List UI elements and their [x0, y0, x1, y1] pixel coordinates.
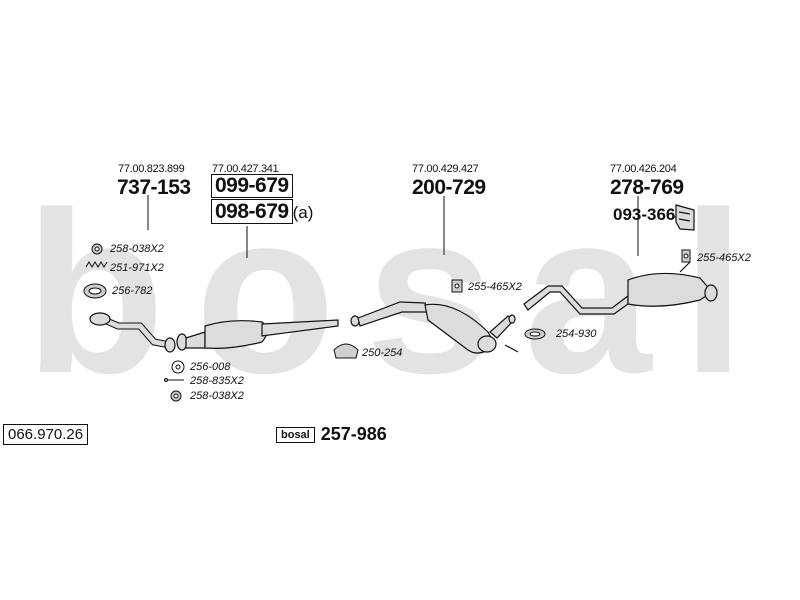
- middle-silencer-part: [350, 301, 519, 354]
- kit-label: bosal 257-986: [276, 424, 387, 445]
- oe-front-pipe: 77.00.823.899: [118, 163, 185, 175]
- kit-part-number: 257-986: [320, 424, 387, 444]
- mount-icon: [451, 279, 463, 293]
- acc-mount-1: 255-465X2: [468, 281, 522, 293]
- cat-gasket-icon: [171, 360, 185, 374]
- acc-clamp-2: 254-930: [556, 328, 597, 340]
- acc-clamp-1: 250-254: [362, 347, 403, 359]
- nut-icon: [170, 390, 182, 402]
- part-middle-silencer: 200-729: [412, 176, 486, 199]
- bosal-logo: bosal: [276, 426, 315, 443]
- part-front-pipe: 737-153: [117, 176, 191, 199]
- rear-silencer-part: [523, 261, 718, 315]
- callout-lines: [147, 195, 680, 258]
- acc-cat-bolt: 258-835X2: [190, 375, 244, 387]
- acc-cat-gasket: 256-008: [190, 361, 231, 373]
- acc-cat-nut: 258-038X2: [190, 390, 244, 402]
- clamp-icon: [333, 343, 359, 359]
- acc-front-spring: 251-971X2: [110, 262, 164, 274]
- ring-icon: [83, 283, 107, 299]
- part-catalyst-2-suffix: (a): [292, 203, 314, 222]
- part-catalyst-1: 099-679: [211, 174, 293, 198]
- part-catalyst-2: 098-679: [211, 199, 293, 224]
- watermark: bosal: [25, 164, 776, 421]
- part-rear-silencer: 278-769: [610, 176, 684, 199]
- oe-middle-silencer: 77.00.429.427: [412, 163, 479, 175]
- mount-2-icon: [681, 249, 691, 263]
- reference-number: 066.970.26: [3, 424, 89, 445]
- catalyst-part: [176, 319, 339, 351]
- oe-catalyst: 77.00.427.341: [212, 163, 279, 175]
- acc-front-ring: 256-782: [112, 285, 153, 297]
- acc-front-gasket: 258-038X2: [110, 243, 164, 255]
- accessory-icons: [83, 243, 691, 402]
- clamp-2-icon: [524, 328, 546, 340]
- front-pipe-part: [89, 312, 176, 353]
- spring-icon: [85, 261, 108, 268]
- heat-shield-part: [675, 204, 695, 231]
- bolt-icon: [164, 378, 184, 382]
- part-catalyst-2-row: 098-679(a): [211, 199, 314, 224]
- part-heat-shield: 093-366: [613, 205, 676, 224]
- acc-mount-2: 255-465X2: [697, 252, 751, 264]
- gasket-icon: [91, 243, 103, 255]
- oe-rear-silencer: 77.00.426.204: [610, 163, 677, 175]
